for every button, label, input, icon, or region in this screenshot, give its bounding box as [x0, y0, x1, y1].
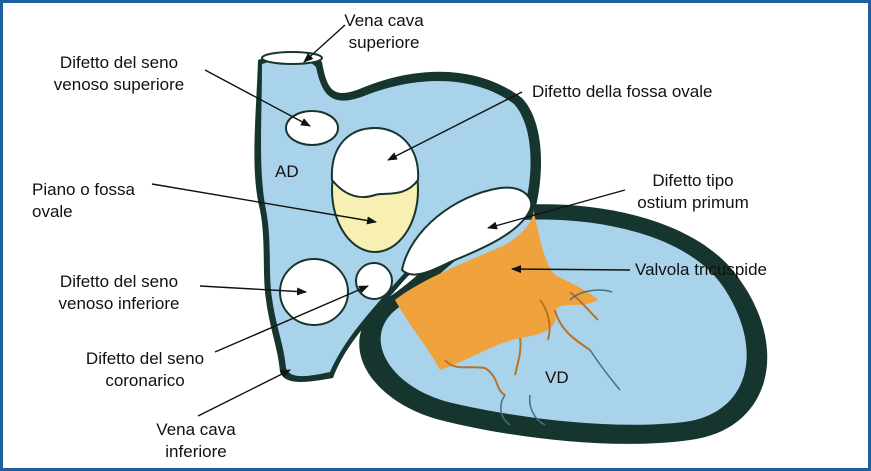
inferior-sinus-venosus-defect [280, 259, 348, 325]
label-vena-cava-superiore: Vena cava superiore [332, 10, 436, 54]
label-ad: AD [275, 161, 299, 183]
label-seno-venoso-superiore: Difetto del seno venoso superiore [34, 52, 204, 96]
label-vd: VD [545, 367, 569, 389]
label-ostium-primum: Difetto tipo ostium primum [626, 170, 760, 214]
label-valvola-tricuspide: Valvola tricuspide [635, 259, 767, 281]
superior-sinus-venosus-defect [286, 111, 338, 145]
label-seno-coronarico: Difetto del seno coronarico [70, 348, 220, 392]
label-vena-cava-inferiore: Vena cava inferiore [144, 419, 248, 463]
label-seno-venoso-inferiore: Difetto del seno venoso inferiore [38, 271, 200, 315]
label-piano-fossa-ovale: Piano o fossa ovale [32, 179, 135, 223]
coronary-sinus-defect [356, 263, 392, 299]
label-fossa-ovale-defect: Difetto della fossa ovale [532, 81, 713, 103]
